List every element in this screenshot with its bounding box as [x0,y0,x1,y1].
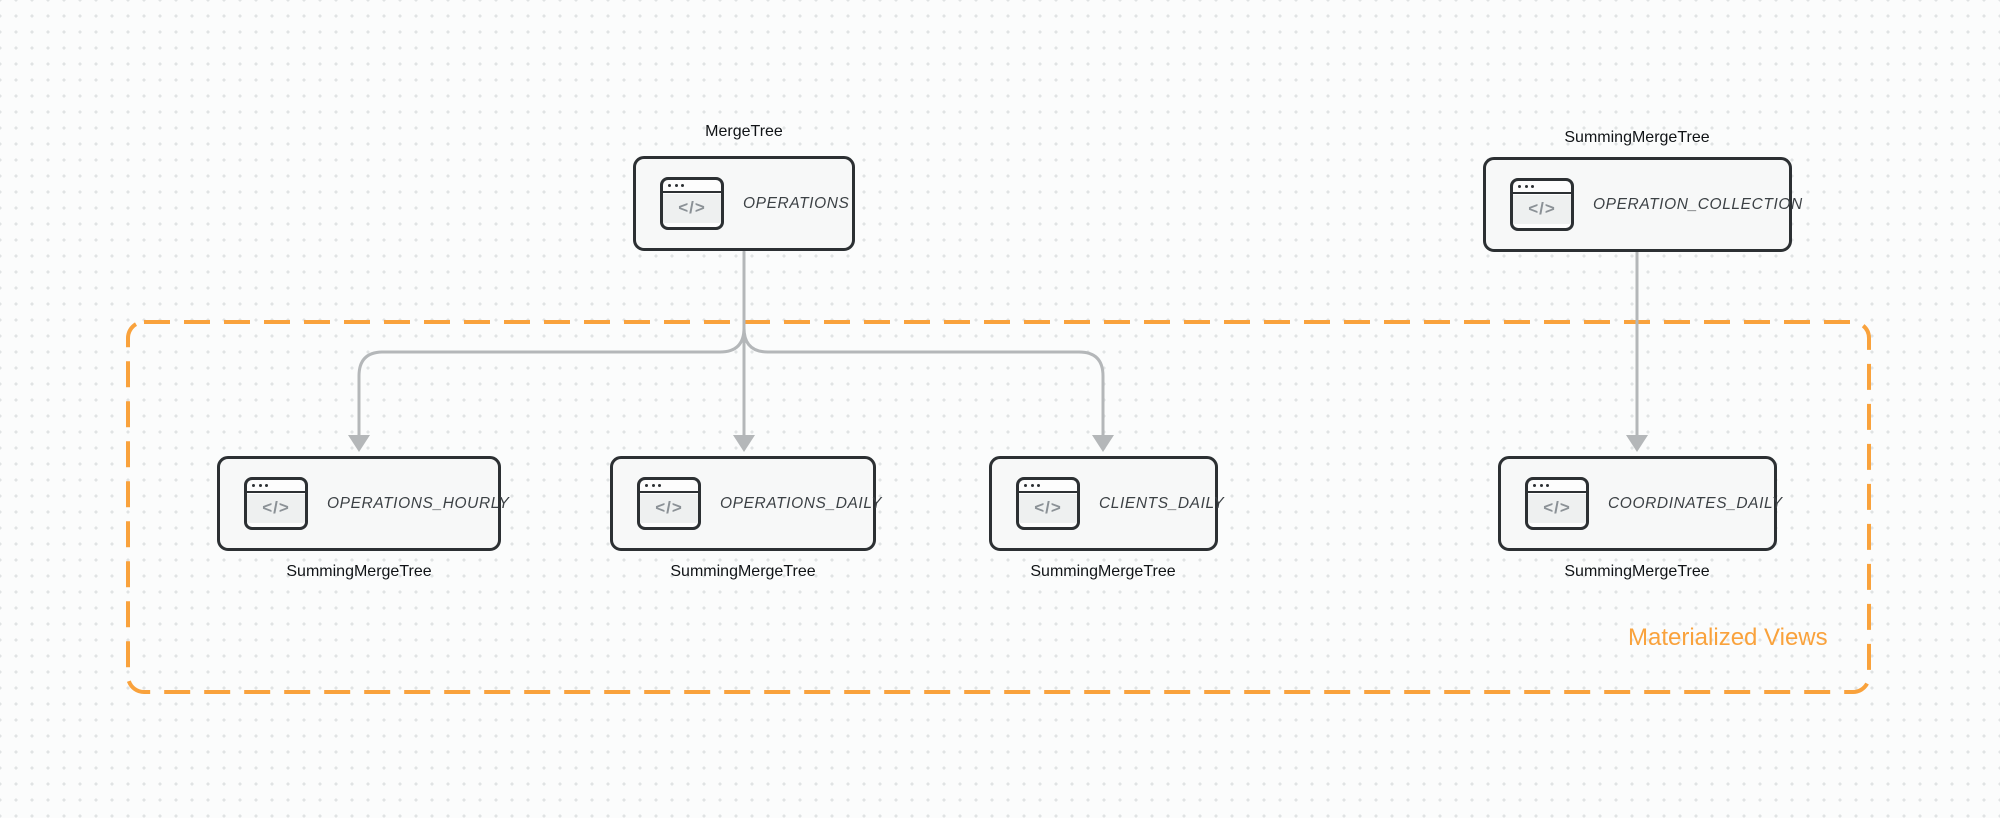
code-glyph: </> [1528,493,1586,523]
code-window-icon: </> [1016,477,1080,530]
window-dots-icon [1019,480,1077,493]
window-dots-icon [1513,181,1571,194]
arrowhead-icon [1092,435,1114,452]
code-window-icon: </> [1510,178,1574,231]
window-dots-icon [663,180,721,193]
node-table-name: OPERATION_COLLECTION [1593,195,1803,213]
engine-label-summingmergetree: SummingMergeTree [670,563,816,580]
code-glyph: </> [640,493,698,523]
arrowhead-icon [348,435,370,452]
window-dots-icon [247,480,305,493]
code-glyph: </> [1019,493,1077,523]
node-table-name: CLIENTS_DAILY [1099,494,1225,512]
node-operations: </> OPERATIONS [633,156,855,251]
node-operations-daily: </> OPERATIONS_DAILY [610,456,881,551]
node-table-name: OPERATIONS_HOURLY [327,494,510,512]
materialized-views-group-label: Materialized Views [1628,624,1828,651]
code-window-icon: </> [660,177,724,230]
node-table-name: COORDINATES_DAILY [1608,494,1783,512]
connector-arrows [357,249,1639,440]
code-glyph: </> [247,493,305,523]
node-table-name: OPERATIONS [743,194,850,212]
code-glyph: </> [663,193,721,223]
arrowheads [348,435,1648,452]
window-dots-icon [640,480,698,493]
edge-operations-clients [742,326,1105,440]
edge-operations-hourly [357,326,746,440]
engine-label-summingmergetree: SummingMergeTree [1564,563,1710,580]
window-dots-icon [1528,480,1586,493]
arrowhead-icon [733,435,755,452]
node-operations-hourly: </> OPERATIONS_HOURLY [217,456,509,551]
code-window-icon: </> [637,477,701,530]
node-clients-daily: </> CLIENTS_DAILY [989,456,1224,551]
node-operation-collection: </> OPERATION_COLLECTION [1483,157,1802,252]
code-window-icon: </> [244,477,308,530]
node-table-name: OPERATIONS_DAILY [720,494,883,512]
engine-label-summingmergetree: SummingMergeTree [286,563,432,580]
engine-label-summingmergetree-top: SummingMergeTree [1564,129,1710,146]
engine-label-summingmergetree: SummingMergeTree [1030,563,1176,580]
code-glyph: </> [1513,194,1571,224]
materialized-views-group-border [126,320,1871,694]
node-coordinates-daily: </> COORDINATES_DAILY [1498,456,1782,551]
code-window-icon: </> [1525,477,1589,530]
arrowhead-icon [1626,435,1648,452]
engine-label-mergetree: MergeTree [705,123,783,140]
